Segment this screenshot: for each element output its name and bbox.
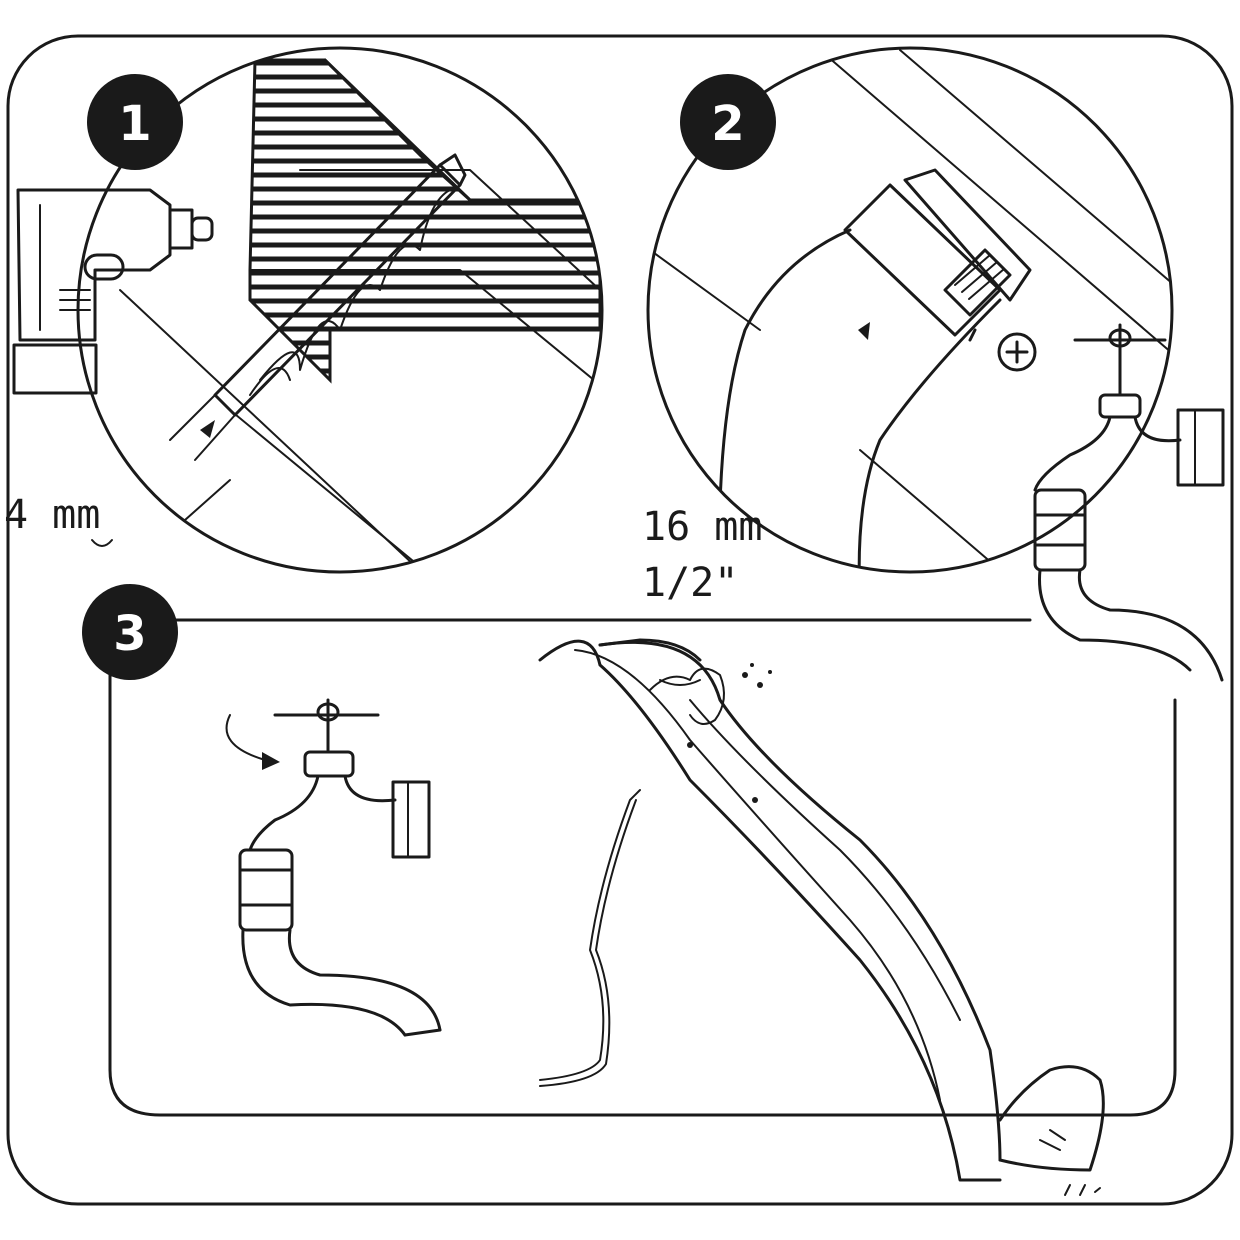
hose-clamp-icon [903, 168, 1032, 342]
screw-icon [997, 332, 1037, 372]
step-1-badge: 1 [87, 74, 183, 170]
svg-text:1: 1 [118, 96, 151, 152]
drill-icon [12, 188, 214, 395]
hose-icon [1077, 568, 1224, 682]
size-tick [91, 539, 113, 547]
hose-size-mm-label: 16 mm [642, 504, 762, 550]
drill-bit-icon [169, 153, 467, 461]
step-3-panel: 3 [82, 584, 1177, 1196]
svg-text:3: 3 [113, 606, 146, 662]
drill-bit-size-label: 4 mm [4, 492, 100, 538]
hose-icon [241, 928, 407, 1037]
svg-text:2: 2 [711, 96, 744, 152]
hose-size-inch-label: 1/2" [642, 560, 738, 606]
tap-icon [1033, 323, 1225, 572]
step-2-panel: 2 16 mm 1/2" [642, 46, 1225, 682]
hose-icon [287, 928, 442, 1032]
tap-icon [238, 698, 431, 932]
thin-hose-icon [539, 789, 641, 1081]
step-3-badge: 3 [82, 584, 178, 680]
hose-icon [1038, 568, 1192, 672]
step-1-panel: 1 4 mm [4, 46, 604, 574]
water-splash-icon [649, 663, 1101, 1196]
step-3-frame [108, 618, 1177, 1117]
turn-arrow-icon [225, 714, 266, 761]
step-2-badge: 2 [680, 74, 776, 170]
outer-frame [6, 34, 1234, 1206]
slide-icon [538, 638, 1105, 1182]
step-2-circle [646, 46, 1174, 574]
